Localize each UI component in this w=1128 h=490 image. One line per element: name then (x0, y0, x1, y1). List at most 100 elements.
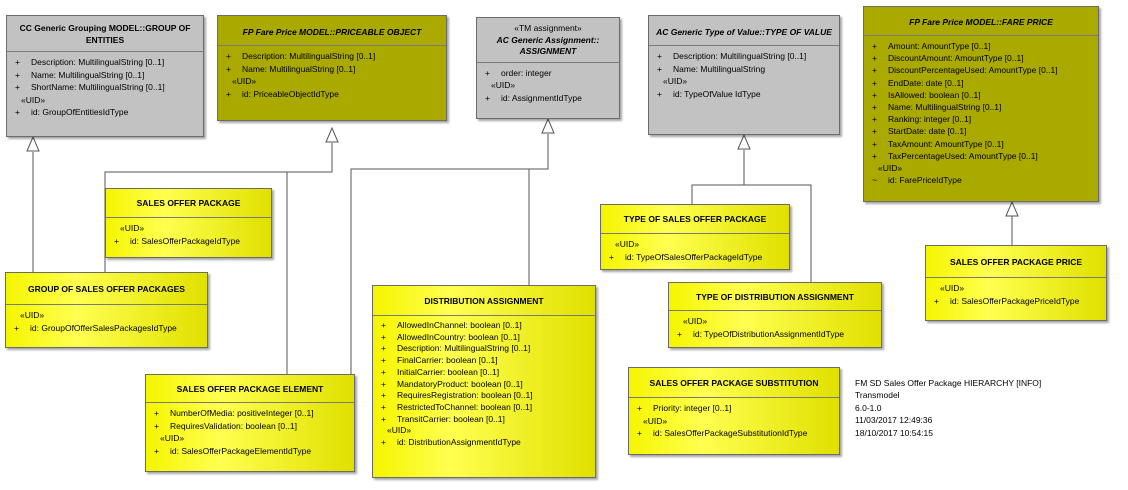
class-group-of-sales-offer-packages[interactable]: GROUP OF SALES OFFER PACKAGES «UID» +id:… (5, 272, 208, 348)
attribute-text: Priority: integer [0..1] (653, 403, 732, 413)
class-attributes: +Amount: AmountType [0..1] +DiscountAmou… (864, 36, 1098, 188)
visibility-marker: + (872, 150, 877, 161)
class-attributes: +Description: MultilingualString [0..1] … (218, 46, 446, 102)
visibility-marker: + (485, 92, 490, 103)
class-header: GROUP OF SALES OFFER PACKAGES (6, 273, 207, 305)
uid-row: +id: GroupOfEntitiesIdType (15, 106, 197, 119)
visibility-marker: + (154, 408, 159, 418)
visibility-marker: + (15, 69, 20, 80)
attribute-text: Description: MultilingualString [0..1] (397, 343, 531, 354)
visibility-marker: + (226, 51, 231, 61)
visibility-marker: + (637, 403, 642, 413)
visibility-marker: + (15, 57, 20, 67)
class-attributes: «UID» +id: GroupOfOfferSalesPackagesIdTy… (6, 305, 207, 336)
class-sales-offer-package-element[interactable]: SALES OFFER PACKAGE ELEMENT +NumberOfMed… (145, 374, 355, 472)
uid-stereotype: «UID» (20, 310, 45, 320)
class-title: SALES OFFER PACKAGE PRICE (949, 257, 1083, 267)
visibility-marker: + (872, 114, 877, 125)
visibility-marker: + (677, 328, 682, 339)
attribute-text: Name: MultilingualString [0..1] (888, 102, 1002, 113)
class-header: AC Generic Type of Value::TYPE OF VALUE (649, 16, 839, 46)
diagram-info: FM SD Sales Offer Package HIERARCHY [INF… (855, 377, 1041, 439)
info-version: 6.0-1.0 (855, 402, 882, 413)
inheritance-arrowhead-priceable-object (325, 126, 339, 143)
generalization-type-of-sop (691, 150, 745, 204)
attribute-text: order: integer (501, 67, 552, 78)
uid-stereotype: «UID» (878, 163, 903, 174)
attribute-text: TransitCarrier: boolean [0..1] (397, 413, 505, 424)
class-sales-offer-package-price[interactable]: SALES OFFER PACKAGE PRICE «UID» +id: Sal… (925, 245, 1107, 321)
uid-text: id: DistributionAssignmentIdType (397, 437, 521, 448)
visibility-marker: + (226, 88, 231, 99)
uid-text: id: GroupOfOfferSalesPackagesIdType (30, 322, 177, 333)
uid-row: +id: TypeOfDistributionAssignmentIdType (677, 328, 875, 341)
class-title: GROUP OF SALES OFFER PACKAGES (28, 284, 185, 294)
visibility-marker: + (154, 420, 159, 431)
class-title: SALES OFFER PACKAGE ELEMENT (176, 384, 324, 394)
attribute-text: ShortName: MultilingualString [0..1] (31, 82, 165, 93)
visibility-marker: + (657, 88, 662, 99)
attribute-row: +Name: MultilingualString [0..1] (226, 63, 440, 76)
class-header: FP Fare Price MODEL::PRICEABLE OBJECT (218, 16, 446, 46)
visibility-marker: + (381, 413, 386, 424)
attribute-row: +DiscountPercentageUsed: AmountType [0..… (872, 64, 1092, 76)
class-fare-price[interactable]: FP Fare Price MODEL::FARE PRICE +Amount:… (863, 6, 1099, 202)
attribute-text: Amount: AmountType [0..1] (888, 41, 991, 51)
class-group-of-entities[interactable]: CC Generic Grouping MODEL::GROUP OF ENTI… (6, 15, 204, 137)
attribute-row: +IsAllowed: boolean [0..1] (872, 89, 1092, 101)
uid-stereotype: «UID» (387, 425, 412, 436)
class-title: AC Generic Type of Value::TYPE OF VALUE (656, 27, 832, 37)
class-attributes: +AllowedInChannel: boolean [0..1] +Allow… (373, 316, 595, 451)
visibility-marker: + (872, 89, 877, 100)
class-sales-offer-package[interactable]: SALES OFFER PACKAGE «UID» +id: SalesOffe… (105, 188, 272, 258)
class-type-of-value[interactable]: AC Generic Type of Value::TYPE OF VALUE … (648, 15, 840, 135)
attribute-row: +Name: MultilingualString [0..1] (872, 101, 1092, 113)
uid-stereotype: «UID» (160, 433, 185, 444)
attribute-text: Name: MultilingualString (673, 63, 766, 74)
attribute-row: +Name: MultilingualString [0..1] (15, 69, 197, 82)
inheritance-arrowhead-group-of-entities (26, 135, 40, 152)
info-modified-date: 18/10/2017 10:54:15 (855, 427, 933, 438)
uid-row: ~id: FarePriceIdType (872, 174, 1092, 186)
visibility-marker: + (381, 401, 386, 412)
attribute-row: +TaxAmount: AmountType [0..1] (872, 138, 1092, 150)
uid-row: +id: TypeOfSalesOfferPackageIdType (609, 251, 783, 264)
class-attributes: «UID» +id: TypeOfDistributionAssignmentI… (669, 311, 881, 342)
attribute-text: FinalCarrier: boolean [0..1] (397, 355, 498, 366)
class-priceable-object[interactable]: FP Fare Price MODEL::PRICEABLE OBJECT + D… (217, 15, 447, 121)
uid-text: id: FarePriceIdType (888, 175, 962, 186)
visibility-marker: + (485, 67, 490, 78)
attribute-text: DiscountPercentageUsed: AmountType [0..1… (888, 65, 1058, 76)
attribute-row: +Amount: AmountType [0..1] (872, 40, 1092, 52)
class-type-of-distribution-assignment[interactable]: TYPE OF DISTRIBUTION ASSIGNMENT «UID» +i… (668, 282, 882, 348)
visibility-marker: + (934, 295, 939, 306)
attribute-text: RequiresRegistration: boolean [0..1] (397, 390, 533, 401)
uid-row: +id: GroupOfOfferSalesPackagesIdType (14, 322, 201, 335)
visibility-marker: + (381, 343, 386, 354)
class-assignment[interactable]: «TM assignment» AC Generic Assignment:: … (476, 17, 620, 119)
visibility-marker: + (872, 126, 877, 137)
attribute-row: +InitialCarrier: boolean [0..1] (381, 367, 589, 379)
class-header: SALES OFFER PACKAGE ELEMENT (146, 375, 354, 403)
class-type-of-sales-offer-package[interactable]: TYPE OF SALES OFFER PACKAGE «UID» +id: T… (600, 204, 790, 270)
visibility-marker: + (381, 437, 386, 448)
attribute-row: + RequiresValidation: boolean [0..1] (154, 420, 348, 433)
attribute-row: + RequiresRegistration: boolean [0..1] (381, 390, 589, 402)
visibility-marker: + (381, 331, 386, 342)
class-distribution-assignment[interactable]: DISTRIBUTION ASSIGNMENT +AllowedInChanne… (372, 285, 596, 478)
attribute-text: Description: MultilingualString [0..1] (242, 51, 376, 61)
uid-text: id: SalesOfferPackageSubstitutionIdType (653, 428, 808, 439)
attribute-text: StartDate: date [0..1] (888, 126, 967, 137)
visibility-marker: + (609, 251, 614, 262)
attribute-text: RequiresValidation: boolean [0..1] (170, 420, 297, 431)
class-attributes: +Priority: integer [0..1] «UID» +id: Sal… (629, 398, 839, 442)
attribute-row: +Description: MultilingualString [0..1] (15, 56, 197, 69)
class-header: FP Fare Price MODEL::FARE PRICE (864, 7, 1098, 36)
class-sales-offer-package-substitution[interactable]: SALES OFFER PACKAGE SUBSTITUTION + Priori… (628, 367, 840, 455)
visibility-marker: + (381, 390, 386, 401)
uid-stereotype: «UID» (940, 283, 965, 293)
attribute-text: InitialCarrier: boolean [0..1] (397, 366, 500, 377)
info-model-name: Transmodel (855, 390, 900, 401)
class-title: SALES OFFER PACKAGE SUBSTITUTION (649, 378, 819, 388)
class-header: TYPE OF DISTRIBUTION ASSIGNMENT (669, 283, 881, 311)
